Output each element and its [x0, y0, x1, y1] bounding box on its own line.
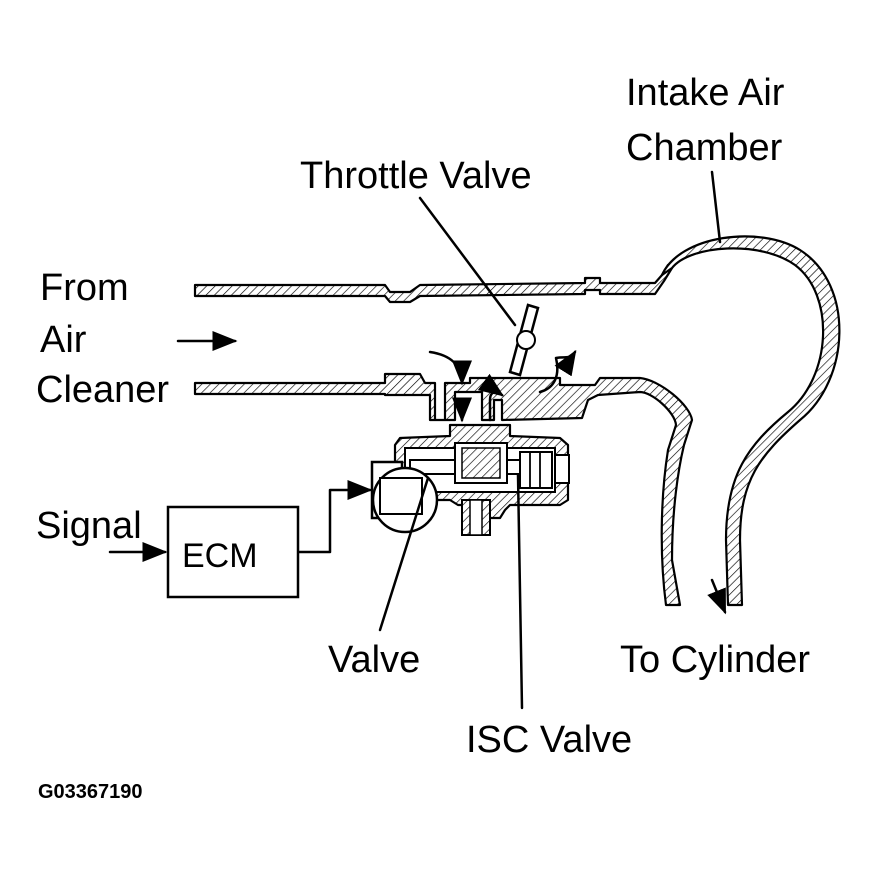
isc-valve-body [393, 423, 570, 536]
upper-duct-wall [193, 263, 674, 304]
ecm-wiring [108, 480, 373, 562]
label-valve: Valve [328, 639, 420, 681]
label-isc-valve: ISC Valve [466, 719, 632, 761]
label-air: Air [40, 319, 87, 361]
label-to-cylinder: To Cylinder [620, 639, 810, 681]
lower-duct-wall [193, 372, 694, 607]
intake-air-chamber [660, 235, 841, 607]
throttle-valve-plate [508, 303, 540, 377]
label-ecm: ECM [182, 537, 258, 575]
ecm-box [166, 505, 300, 599]
label-from: From [40, 267, 129, 309]
airflow-arrows [176, 331, 727, 615]
label-chamber: Chamber [626, 127, 783, 169]
label-throttle-valve: Throttle Valve [300, 155, 532, 197]
label-cleaner: Cleaner [36, 369, 169, 411]
label-signal: Signal [36, 505, 142, 547]
label-intake-air: Intake Air [626, 72, 785, 114]
leader-lines [378, 170, 722, 710]
figure-code: G03367190 [38, 781, 143, 803]
